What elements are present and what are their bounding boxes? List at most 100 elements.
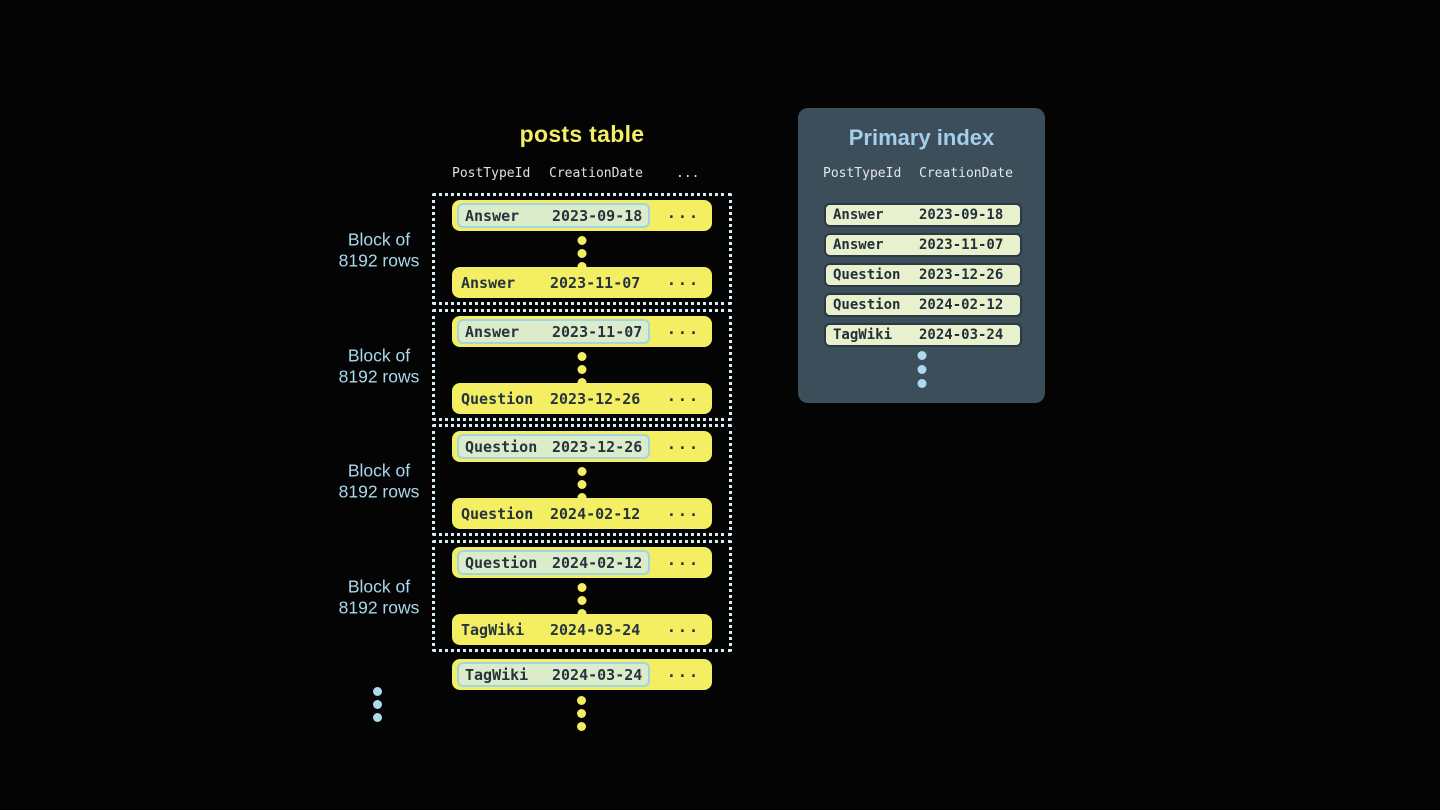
- post-type-cell: Question: [833, 297, 901, 313]
- block-2: Block of 8192 rows Answer 2023-11-07 ...…: [339, 309, 732, 421]
- block-label-line2: 8192 rows: [338, 597, 420, 618]
- row-ellipsis: ...: [666, 320, 700, 338]
- primary-index-title: Primary index: [848, 125, 995, 150]
- creation-date-cell: 2024-02-12: [550, 504, 641, 523]
- index-rows: Answer 2023-09-18 Answer 2023-11-07 Ques…: [824, 203, 1022, 347]
- index-row: Answer 2023-09-18: [824, 203, 1022, 227]
- posts-row-first: Question 2024-02-12 ...: [452, 547, 712, 578]
- dot: [577, 609, 587, 618]
- block-label-line1: Block of: [347, 460, 411, 481]
- post-type-cell: Answer: [461, 273, 516, 292]
- creation-date-cell: 2023-09-18: [552, 206, 643, 225]
- block-1: Block of 8192 rows Answer 2023-09-18 ...…: [339, 193, 732, 305]
- row-ellipsis: ...: [666, 502, 700, 520]
- continuation-dots: [577, 467, 587, 502]
- granule-highlight: Question 2023-12-26: [457, 434, 651, 459]
- dot: [577, 722, 586, 731]
- creation-date-cell: 2024-02-12: [552, 553, 643, 572]
- creation-date-cell: 2024-03-24: [550, 620, 641, 639]
- continuation-dots: [577, 352, 587, 387]
- post-type-cell: TagWiki: [833, 327, 893, 343]
- post-type-cell: Question: [461, 504, 534, 523]
- dot: [577, 596, 587, 605]
- posts-row-first: Question 2023-12-26 ...: [452, 431, 712, 462]
- index-row: Question 2024-02-12: [824, 293, 1022, 317]
- block-label-line1: Block of: [347, 345, 411, 366]
- dot: [577, 378, 587, 387]
- dot: [917, 379, 926, 388]
- row-ellipsis: ...: [666, 204, 700, 222]
- posts-row-last: Question 2023-12-26 ...: [452, 383, 712, 414]
- dot: [577, 493, 587, 502]
- dot: [917, 351, 926, 360]
- block-3-size-label: Block of 8192 rows: [299, 461, 459, 503]
- granule-highlight: TagWiki 2024-03-24: [457, 662, 651, 687]
- index-row: TagWiki 2024-03-24: [824, 323, 1022, 347]
- posts-table-title: posts table: [519, 121, 645, 147]
- continuation-dots: [577, 583, 587, 618]
- post-type-cell: Answer: [465, 206, 520, 225]
- dot: [373, 700, 382, 709]
- post-type-cell: Answer: [465, 322, 520, 341]
- row-ellipsis: ...: [666, 551, 700, 569]
- posts-row-last: TagWiki 2024-03-24 ...: [452, 614, 712, 645]
- block-label-line2: 8192 rows: [338, 481, 420, 502]
- creation-date-cell: 2023-11-07: [552, 322, 643, 341]
- posts-row-last: Question 2024-02-12 ...: [452, 498, 712, 529]
- index-row: Answer 2023-11-07: [824, 233, 1022, 257]
- more-index-entries-dots: [917, 351, 926, 388]
- creation-date-cell: 2023-12-26: [550, 389, 641, 408]
- index-col-header-creationdate: CreationDate: [919, 166, 1013, 181]
- row-ellipsis: ...: [666, 435, 700, 453]
- row-ellipsis: ...: [666, 663, 700, 681]
- dot: [373, 713, 382, 722]
- post-type-cell: TagWiki: [461, 620, 525, 639]
- dot: [577, 709, 586, 718]
- block-label-line2: 8192 rows: [338, 366, 420, 387]
- block-label-line1: Block of: [347, 229, 411, 250]
- dot: [577, 262, 587, 271]
- post-type-cell: Answer: [833, 237, 884, 253]
- block-label-line1: Block of: [347, 576, 411, 597]
- block-1-size-label: Block of 8192 rows: [299, 230, 459, 272]
- block-2-size-label: Block of 8192 rows: [299, 346, 459, 388]
- dot: [577, 467, 587, 476]
- block-4-size-label: Block of 8192 rows: [299, 577, 459, 619]
- row-ellipsis: ...: [666, 271, 700, 289]
- post-type-cell: Question: [465, 437, 538, 456]
- granule-highlight: Answer 2023-11-07: [457, 319, 651, 344]
- posts-col-header-posttypeid: PostTypeId: [452, 166, 531, 181]
- granule-highlight: Answer 2023-09-18: [457, 203, 651, 228]
- block-label-line2: 8192 rows: [338, 250, 420, 271]
- dot: [577, 365, 587, 374]
- post-type-cell: Question: [461, 389, 534, 408]
- posts-row-first: Answer 2023-11-07 ...: [452, 316, 712, 347]
- posts-row-last: Answer 2023-11-07 ...: [452, 267, 712, 298]
- block-3: Block of 8192 rows Question 2023-12-26 .…: [339, 424, 732, 536]
- index-col-header-posttypeid: PostTypeId: [823, 166, 902, 181]
- block-4: Block of 8192 rows Question 2024-02-12 .…: [339, 540, 732, 652]
- dot: [373, 687, 382, 696]
- post-type-cell: Question: [465, 553, 538, 572]
- creation-date-cell: 2023-11-07: [919, 237, 1004, 253]
- continuation-dots: [577, 236, 587, 271]
- dot: [577, 249, 587, 258]
- posts-row-overflow: TagWiki 2024-03-24 ...: [452, 659, 712, 690]
- index-row: Question 2023-12-26: [824, 263, 1022, 287]
- row-ellipsis: ...: [666, 387, 700, 405]
- more-rows-dots: [577, 696, 586, 731]
- primary-index-panel: Primary index PostTypeId CreationDate An…: [798, 108, 1045, 403]
- creation-date-cell: 2024-03-24: [919, 327, 1004, 343]
- creation-date-cell: 2024-03-24: [552, 665, 643, 684]
- creation-date-cell: 2023-12-26: [552, 437, 643, 456]
- creation-date-cell: 2024-02-12: [919, 297, 1004, 313]
- post-type-cell: Question: [833, 267, 901, 283]
- dot: [577, 696, 586, 705]
- creation-date-cell: 2023-09-18: [919, 207, 1004, 223]
- row-ellipsis: ...: [666, 618, 700, 636]
- dot: [577, 352, 587, 361]
- posts-col-header-creationdate: CreationDate: [549, 166, 643, 181]
- post-type-cell: Answer: [833, 207, 884, 223]
- creation-date-cell: 2023-12-26: [919, 267, 1004, 283]
